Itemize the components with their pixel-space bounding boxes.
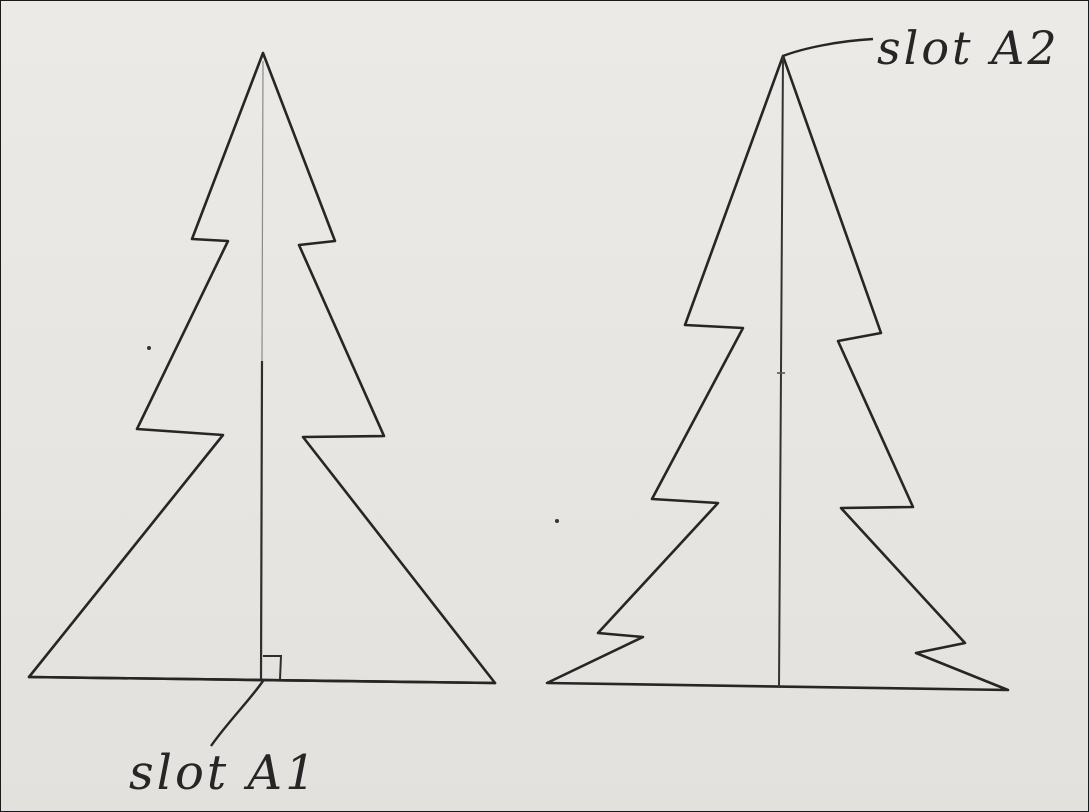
- tree-left: [27, 51, 497, 685]
- slot-a2-label: slot A2: [877, 21, 1060, 75]
- slot-a1-leader: [210, 680, 264, 747]
- tree-left-slot-line: [259, 360, 264, 680]
- tree-right-outline: [545, 54, 1010, 692]
- tree-left-baseline: [27, 675, 497, 685]
- tree-left-center-guide: [261, 60, 264, 362]
- tree-right-center-line: [778, 55, 784, 688]
- stray-dot-1: [147, 346, 151, 350]
- tree-right: [545, 54, 1010, 692]
- slot-a2-leader: [782, 37, 874, 58]
- slot-a1-label: slot A1: [129, 745, 319, 801]
- stray-dot-2: [555, 519, 559, 523]
- right-angle-marker: [263, 655, 283, 680]
